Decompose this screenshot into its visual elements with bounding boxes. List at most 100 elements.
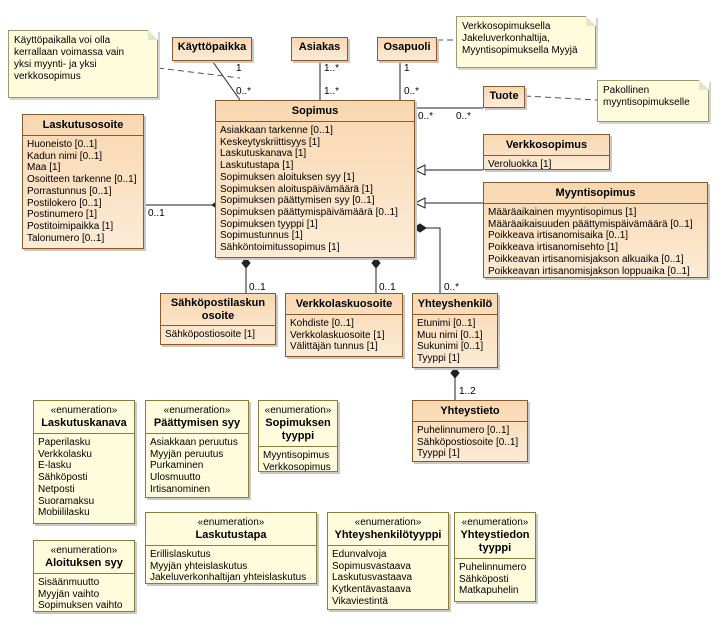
note-line: kerrallaan voimassa vain — [14, 47, 125, 58]
enum-laskutustapa[interactable]: «enumeration» Laskutustapa Erillislaskut… — [145, 512, 317, 584]
enum-value: Sähköposti — [38, 472, 88, 484]
enum-value: Verkkosopimus — [263, 461, 331, 472]
enum-value: Sisäänmuutto — [38, 577, 100, 588]
enum-value: Myyjän peruutus — [150, 448, 224, 460]
attribute: Puhelinnumero [0..1] — [417, 425, 510, 436]
class-title: Käyttöpaikka — [177, 41, 247, 53]
attribute: Sopimuksen päättymispäivämäärä [0..1] — [220, 206, 398, 218]
class-title: Laskutusosoite — [42, 119, 124, 131]
class-verkkolaskuosoite[interactable]: Verkkolaskuosoite Kohdiste [0..1] Verkko… — [285, 293, 403, 357]
note-line: yksi myynti- ja yksi — [14, 59, 97, 70]
attribute: Sähköpostiosoite [0..1] — [417, 436, 519, 448]
enum-yhteystiedon-tyyppi[interactable]: «enumeration» Yhteystiedon tyyppi Puheli… — [454, 512, 536, 602]
enum-value: E-lasku — [38, 460, 72, 472]
enum-stereotype: «enumeration» — [163, 405, 231, 416]
attribute: Postitoimipaikka [1] — [27, 220, 114, 232]
enum-value: Puhelinnumero — [459, 562, 527, 573]
note-osapuoli: Verkkosopimuksella Jakeluverkonhaltija, … — [456, 16, 596, 68]
enum-stereotype: «enumeration» — [50, 545, 118, 556]
multiplicity-label: 0..* — [404, 86, 420, 97]
attribute-list: Puhelinnumero [0..1] Sähköpostiosoite [0… — [413, 422, 527, 461]
class-title: Osapuoli — [383, 41, 431, 53]
enum-value: Purkaminen — [150, 460, 204, 472]
attribute-list: Kohdiste [0..1] Verkkolaskuosoite [1] Vä… — [286, 315, 402, 356]
class-title: Sopimus — [291, 105, 339, 117]
enum-sopimuksen-tyyppi[interactable]: «enumeration» Sopimuksen tyyppi Myyntiso… — [258, 400, 338, 472]
attribute: Kadun nimi [0..1] — [27, 150, 103, 162]
enum-yhteyshenkilotyyppi[interactable]: «enumeration» Yhteyshenkilötyyppi Edunva… — [327, 512, 449, 610]
multiplicity-label: 1..* — [324, 63, 340, 74]
multiplicity-label: 1..2 — [459, 386, 476, 397]
attribute-list: Asiakkaan tarkenne [0..1] Keskeytyskriit… — [216, 122, 414, 257]
class-title: Asiakas — [298, 41, 341, 53]
attribute: Muu nimi [0..1] — [417, 329, 483, 341]
class-osapuoli[interactable]: Osapuoli — [377, 37, 437, 61]
attribute: Kohdiste [0..1] — [290, 318, 354, 329]
multiplicity-label: 0..* — [444, 282, 460, 293]
composition-diamond-yhteyshenkilo — [413, 223, 427, 233]
class-asiakas[interactable]: Asiakas — [291, 37, 348, 61]
attribute: Sopimuksen tyyppi [1] — [220, 218, 318, 230]
attribute: Välittäjän tunnus [1] — [290, 341, 378, 353]
class-sopimus[interactable]: Sopimus Asiakkaan tarkenne [0..1] Keskey… — [215, 100, 415, 258]
attribute: Poikkeavan irtisanomisjakson alkuaika [0… — [488, 253, 684, 265]
composition-diamond-yhteystieto — [450, 367, 460, 379]
enum-value: Sopimuksen vaihto — [38, 600, 123, 612]
class-tuote[interactable]: Tuote — [483, 86, 525, 108]
attribute: Laskutustapa [1] — [220, 160, 294, 172]
attribute: Talonumero [0..1] — [27, 232, 105, 244]
enum-stereotype: «enumeration» — [354, 517, 422, 528]
enum-value: Kytkentävastaava — [332, 584, 411, 596]
class-myyntisopimus[interactable]: Myyntisopimus Määräaikainen myyntisopimu… — [483, 182, 708, 278]
attribute: Maa [1] — [27, 162, 61, 174]
enum-value: Jakeluverkonhaltijan yhteislaskutus — [150, 572, 307, 584]
enum-aloituksen-syy[interactable]: «enumeration» Aloituksen syy Sisäänmuutt… — [33, 540, 135, 612]
note-line: myyntisopimukselle — [603, 97, 690, 108]
enum-stereotype: «enumeration» — [264, 405, 332, 416]
class-title: Verkkolaskuosoite — [295, 298, 393, 310]
class-kayttopaikka[interactable]: Käyttöpaikka — [172, 37, 252, 61]
attribute: Tyyppi [1] — [417, 448, 460, 460]
attribute: Huoneisto [0..1] — [27, 139, 98, 150]
class-yhteyshenkilo[interactable]: Yhteyshenkilö Etunimi [0..1] Muu nimi [0… — [412, 293, 498, 368]
enum-value: Erillislaskutus — [150, 549, 211, 560]
attribute: Määräaikaisuuden päättymispäivämäärä [0.… — [488, 218, 693, 230]
class-title: Myyntisopimus — [555, 187, 636, 199]
attribute-list: Määräaikainen myyntisopimus [1] Määräaik… — [484, 204, 707, 277]
enum-value: Edunvalvoja — [332, 549, 387, 560]
attribute-list: Veroluokka [1] — [484, 156, 609, 169]
enum-stereotype: «enumeration» — [50, 405, 118, 416]
class-laskutusosoite[interactable]: Laskutusosoite Huoneisto [0..1] Kadun ni… — [22, 114, 144, 249]
class-verkkosopimus[interactable]: Verkkosopimus Veroluokka [1] — [483, 134, 610, 170]
enum-title: Sopimuksen tyyppi — [265, 417, 331, 442]
note-connector-tuote — [524, 95, 598, 101]
class-title: Sähköpostilaskun osoite — [170, 297, 266, 322]
attribute: Tyyppi [1] — [417, 353, 460, 365]
multiplicity-label: 0..* — [236, 86, 252, 97]
enum-value: Suoramaksu — [38, 495, 95, 507]
generalization-arrow-myyntisopimus — [413, 197, 426, 209]
connector-kayttopaikka-sopimus — [212, 61, 241, 101]
enum-value: Paperilasku — [38, 437, 91, 448]
class-sahkopostilaskun-osoite[interactable]: Sähköpostilaskun osoite Sähköpostiosoite… — [160, 293, 276, 345]
multiplicity-label: 0..1 — [249, 282, 266, 293]
class-title: Verkkosopimus — [505, 139, 588, 151]
composition-diamond-sahkoposti — [241, 257, 251, 269]
enum-paattymisen-syy[interactable]: «enumeration» Päättymisen syy Asiakkaan … — [145, 400, 249, 498]
generalization-arrow-verkkosopimus — [413, 164, 426, 176]
class-title: Yhteyshenkilö — [417, 298, 493, 310]
note-line: Käyttöpaikalla voi olla — [14, 35, 111, 46]
attribute: Asiakkaan tarkenne [0..1] — [220, 125, 333, 136]
note-line: verkkosopimus — [14, 71, 81, 82]
enum-laskutuskanava[interactable]: «enumeration» Laskutuskanava Paperilasku… — [33, 400, 135, 524]
attribute: Sähköntoimitussopimus [1] — [220, 242, 340, 254]
enum-value: Myyntisopimus — [263, 450, 330, 461]
attribute-list: Huoneisto [0..1] Kadun nimi [0..1] Maa [… — [23, 136, 143, 247]
enum-value: Laskutusvastaava — [332, 572, 413, 584]
attribute: Poikkeava irtisanomisehto [1] — [488, 242, 619, 254]
enum-value: Asiakkaan peruutus — [150, 437, 238, 448]
class-yhteystieto[interactable]: Yhteystieto Puhelinnumero [0..1] Sähköpo… — [412, 400, 528, 462]
attribute: Sähköpostiosoite [1] — [165, 329, 256, 340]
attribute-list: Sähköpostiosoite [1] — [161, 326, 275, 344]
enum-value-list: Sisäänmuutto Myyjän vaihto Sopimuksen va… — [34, 574, 134, 612]
